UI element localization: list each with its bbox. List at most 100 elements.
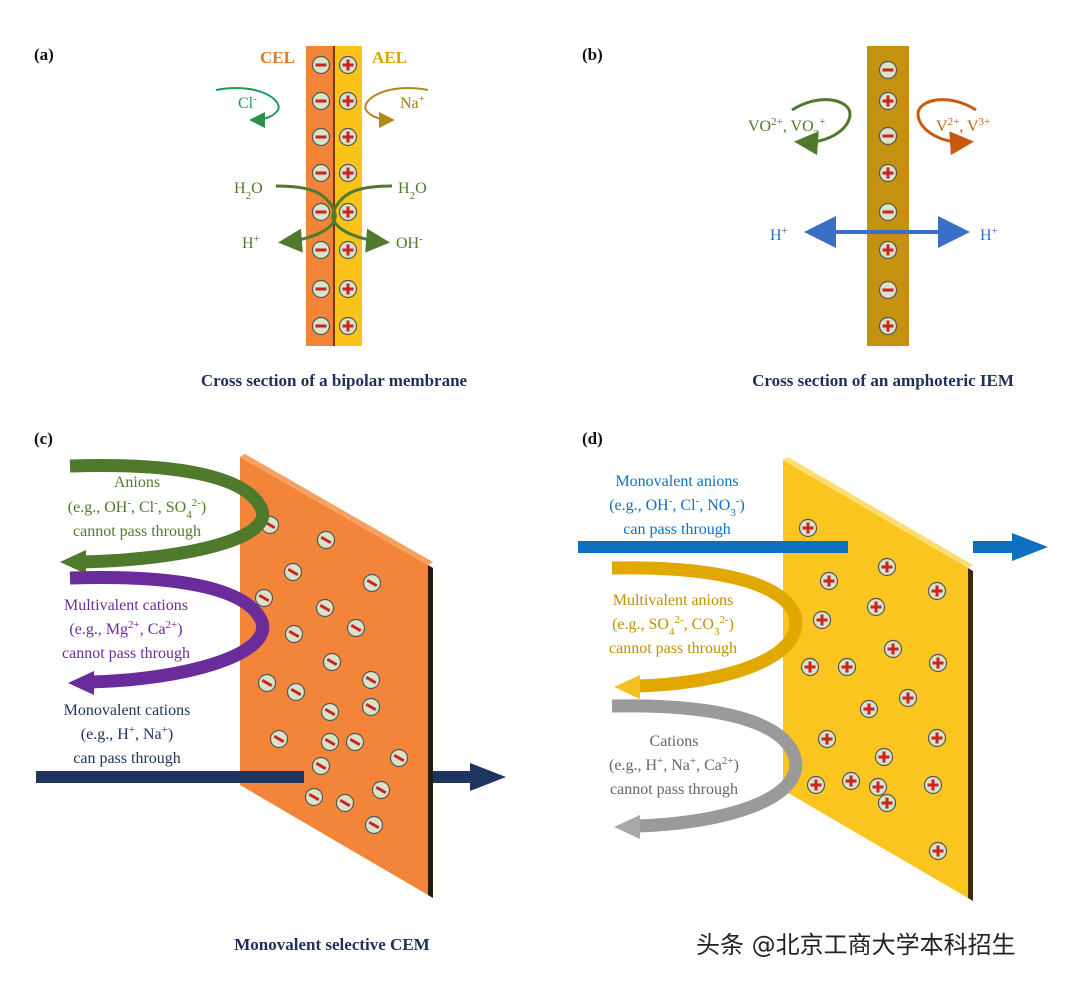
multi-anions-examples: (e.g., SO42-, CO32-) (612, 614, 734, 638)
cations-note: cannot pass through (610, 781, 738, 798)
aem-plus-charge (877, 793, 897, 813)
ael-plus-charge (338, 279, 358, 299)
multivalent-reject-arrowhead (68, 671, 94, 695)
cel-minus-charge (311, 127, 331, 147)
cel-minus-charge (311, 279, 331, 299)
mono-anions-examples: (e.g., OH-, Cl-, NO3-) (609, 495, 745, 519)
cem-minus-charge (371, 780, 391, 800)
aem-plus-charge (928, 841, 948, 861)
anions-note: cannot pass through (73, 523, 201, 540)
h2o-right-label: H2O (398, 180, 427, 202)
multi-anion-reject-band (611, 561, 803, 693)
cem-minus-charge (362, 573, 382, 593)
cation-reject-arrowhead (614, 815, 640, 839)
cel-minus-charge (311, 55, 331, 75)
cem-minus-charge (257, 673, 277, 693)
mono-cation-pass-band-back (433, 771, 473, 783)
anion-reject-band (69, 458, 270, 569)
aem-plus-charge (806, 775, 826, 795)
cations-title: Cations (650, 733, 699, 750)
cel-minus-charge (311, 240, 331, 260)
cem-minus-charge (364, 815, 384, 835)
panel-b-caption: Cross section of an amphoteric IEM (752, 371, 1014, 390)
ael-plus-charge (338, 55, 358, 75)
aem-fixed-charges (798, 518, 948, 861)
aem-plus-charge (874, 747, 894, 767)
aem-plus-charge (837, 657, 857, 677)
mono-anion-pass-band-front (578, 541, 848, 553)
mono-anions-title: Monovalent anions (615, 473, 738, 490)
h2o-left-label: H2O (234, 180, 263, 202)
multi-cations-title: Multivalent cations (64, 597, 188, 614)
cem-minus-charge (316, 530, 336, 550)
aem-plus-charge (927, 581, 947, 601)
multi-cations-examples: (e.g., Mg2+, Ca2+) (69, 619, 182, 638)
cem-minus-charge (335, 793, 355, 813)
cel-minus-charge (311, 163, 331, 183)
aem-plus-charge (923, 775, 943, 795)
cel-layer (306, 46, 334, 346)
ael-plus-charge (338, 127, 358, 147)
aem-plus-charge (859, 699, 879, 719)
ael-plus-charge (338, 91, 358, 111)
ael-plus-charge (338, 240, 358, 260)
panel-a-caption: Cross section of a bipolar membrane (201, 371, 468, 390)
aem-plus-charge (927, 728, 947, 748)
mono-cations-title: Monovalent cations (64, 702, 191, 719)
cel-minus-charge (311, 316, 331, 336)
cem-minus-charge (284, 624, 304, 644)
multi-anions-title: Multivalent anions (613, 592, 733, 609)
cem-minus-charge (361, 697, 381, 717)
aem-plus-charge (841, 771, 861, 791)
cation-reject-band (611, 699, 803, 833)
cem-minus-charge (345, 732, 365, 752)
cl-ion-label: Cl- (238, 93, 257, 112)
amphoteric-plus-charge (878, 91, 898, 111)
mono-cation-pass-arrowhead (470, 763, 506, 791)
na-ion-label: Na+ (400, 93, 425, 112)
mono-anion-pass-band-back (973, 541, 1017, 553)
panel-d-label: (d) (582, 429, 603, 448)
aem-plus-charge (800, 657, 820, 677)
panel-a-label: (a) (34, 45, 54, 64)
panel-c-caption: Monovalent selective CEM (234, 935, 429, 954)
aem-plus-charge (883, 639, 903, 659)
water-to-oh-arrow (331, 184, 393, 253)
panel-a: (a) CEL AEL Cl- Na+ H2O H2O H+ OH- Cross… (34, 45, 468, 390)
mono-anions-note: can pass through (623, 521, 731, 538)
aem-plus-charge (798, 518, 818, 538)
oh-ion-label: OH- (396, 233, 423, 252)
cem-minus-charge (254, 588, 274, 608)
cl-reject-arrow (215, 87, 280, 128)
cem-minus-charge (311, 756, 331, 776)
aem-plus-charge (928, 653, 948, 673)
aem-plus-charge (877, 557, 897, 577)
aem-plus-charge (868, 777, 888, 797)
cem-minus-charge (320, 732, 340, 752)
aem-membrane (783, 460, 968, 898)
amphoteric-minus-charge (878, 202, 898, 222)
aem-plus-charge (898, 688, 918, 708)
cem-minus-charge (283, 562, 303, 582)
mono-anion-pass-arrowhead (1012, 533, 1048, 561)
cem-minus-charge (320, 702, 340, 722)
ael-plus-charge (338, 163, 358, 183)
amphoteric-minus-charge (878, 60, 898, 80)
mono-cations-examples: (e.g., H+, Na+) (81, 724, 173, 743)
anions-examples: (e.g., OH-, Cl-, SO42-) (68, 497, 206, 521)
amphoteric-minus-charge (878, 126, 898, 146)
panel-d: (d) Monovalent anions (e.g., OH-, Cl-, N… (578, 429, 1048, 901)
mono-cation-pass-band-front (36, 771, 304, 783)
ael-plus-charge (338, 316, 358, 336)
cem-minus-charge (286, 682, 306, 702)
cem-minus-charge (304, 787, 324, 807)
panel-c: (c) Anions (e.g., OH-, Cl-, SO42-) canno… (34, 429, 506, 954)
amphoteric-plus-charge (878, 240, 898, 260)
cel-minus-charge (311, 91, 331, 111)
h-ion-label: H+ (242, 233, 260, 252)
cel-minus-charge (311, 202, 331, 222)
anions-title: Anions (114, 474, 160, 491)
ael-plus-charge (338, 202, 358, 222)
ael-layer (334, 46, 362, 346)
aem-plus-charge (866, 597, 886, 617)
